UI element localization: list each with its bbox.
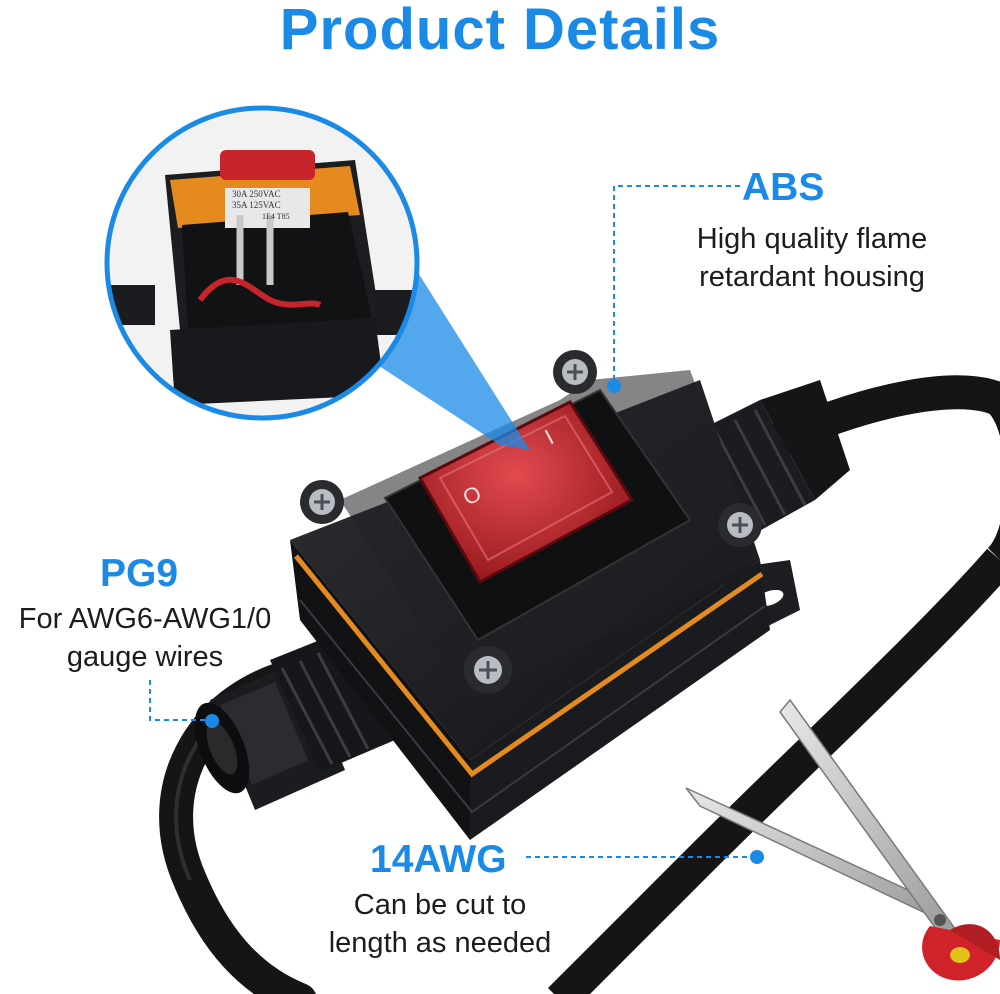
inset-rating-line-1: 30A 250VAC (232, 189, 281, 199)
gasket-line (294, 554, 764, 778)
inset-rating-line-3: 1E4 T85 (262, 212, 290, 221)
scissors (685, 698, 1000, 981)
lid-screws (300, 350, 762, 694)
inset-magnifier (104, 105, 530, 450)
gland-callout-title: PG9 (100, 552, 179, 595)
housing-callout-line-1: High quality flame (696, 223, 928, 255)
housing-callout-text: High quality flame retardant housing (662, 220, 962, 296)
gland-callout-line-1: For AWG6-AWG1/0 (18, 603, 272, 635)
housing-callout-title: ABS (742, 166, 825, 209)
cable-callout-line-1: Can be cut to (353, 889, 527, 921)
rocker-switch (383, 388, 692, 642)
page-title: Product Details (279, 0, 721, 62)
inset-rating-line-2: 35A 125VAC (232, 200, 281, 210)
cable-callout-line-2: length as needed (328, 927, 552, 959)
gland-callout-line-2: gauge wires (66, 641, 224, 673)
cable-callout-title: 14AWG (370, 838, 507, 881)
housing-callout-line-2: retardant housing (699, 261, 925, 293)
callout-leaders (149, 185, 764, 864)
cable-callout-text: Can be cut to length as needed (300, 886, 580, 962)
gland-callout-text: For AWG6-AWG1/0 gauge wires (0, 600, 290, 676)
right-cable-gland (700, 380, 850, 535)
